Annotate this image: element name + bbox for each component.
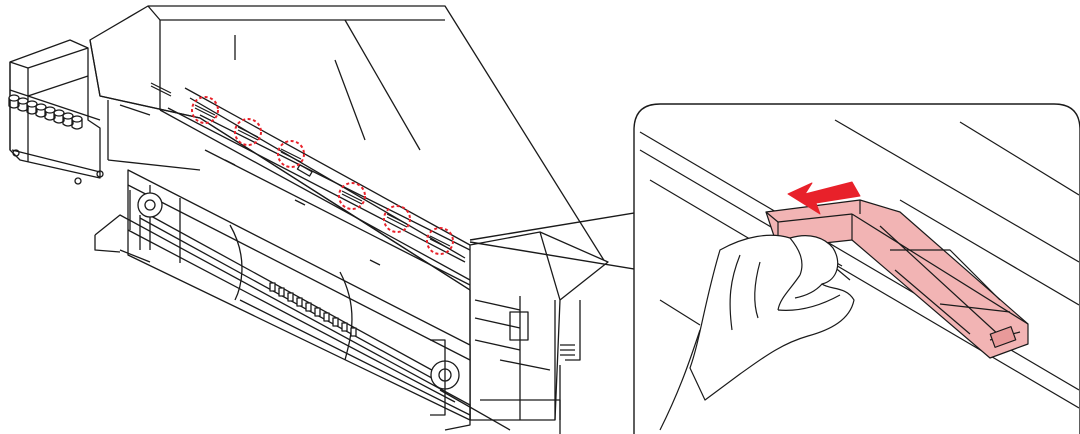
ink-bottle: [8, 94, 20, 102]
printer: [8, 5, 609, 434]
cartridge-slot: [429, 235, 451, 250]
slot-highlight-circle: [383, 205, 411, 233]
roll-tick: [323, 312, 330, 322]
roll-tick: [305, 302, 312, 312]
roll-tick: [350, 327, 357, 337]
roll-ticks: [269, 282, 357, 337]
ink-bottle: [35, 103, 47, 111]
ink-bottle: [53, 109, 65, 117]
roll-tick: [296, 297, 303, 307]
ink-bottle: [17, 97, 29, 105]
slot-highlight-circle: [426, 227, 454, 255]
hand: [659, 234, 855, 431]
ink-bottle-body: [8, 98, 20, 109]
slot-highlight-circle: [234, 118, 262, 146]
ink-bottle-body: [26, 104, 38, 115]
ink-bottle: [44, 106, 56, 114]
cartridge-latch: [989, 326, 1017, 348]
ink-bottles: [8, 94, 83, 130]
roll-tick: [278, 287, 285, 297]
ink-bottle-body: [53, 113, 65, 124]
cartridge-slot: [386, 213, 408, 228]
ink-bottle: [71, 115, 83, 123]
cartridge-slots: [150, 82, 454, 255]
roll-tick: [332, 317, 339, 327]
printer-right-cover: [469, 231, 609, 421]
slot-highlight-circle: [338, 182, 366, 210]
roll-tick: [341, 322, 348, 332]
cartridge-slot: [150, 82, 172, 97]
control-panel: [509, 311, 529, 341]
ink-cartridge: [765, 199, 1029, 359]
roll-tick: [269, 282, 276, 292]
cartridge-slot: [341, 190, 363, 205]
roll-tick: [287, 292, 294, 302]
media-roll-rod: [139, 209, 451, 381]
ink-bottle-body: [71, 119, 83, 130]
brand-mark: [296, 164, 313, 177]
slot-highlight-circle: [277, 140, 305, 168]
slot-highlight-circle: [191, 96, 219, 124]
cartridge-slot: [280, 148, 302, 163]
ink-bottle-body: [62, 116, 74, 127]
cartridge-slot: [194, 104, 216, 119]
ink-bottle-body: [44, 110, 56, 121]
ink-bottle-body: [35, 107, 47, 118]
ink-bottle: [62, 112, 74, 120]
base-frame: [94, 214, 471, 431]
roll-tick: [314, 307, 321, 317]
left-pull-arrow: [787, 181, 861, 215]
ink-bottle-body: [17, 101, 29, 112]
ink-bottle: [26, 100, 38, 108]
callout-leader-bottom: [469, 241, 641, 271]
cartridge-slot: [237, 126, 259, 141]
callout-leader-top: [469, 211, 641, 241]
